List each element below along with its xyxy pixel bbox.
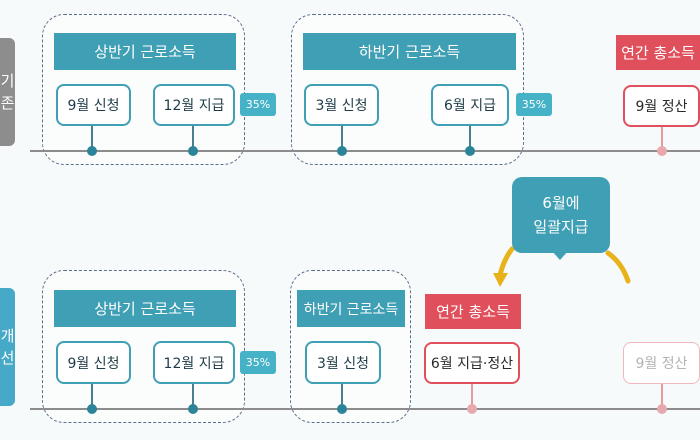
timeline-marker (87, 146, 97, 156)
connector (341, 384, 343, 408)
left-curved-arrow-icon (497, 246, 515, 278)
side-tab-char: 개 (0, 327, 15, 345)
second-half-header-existing: 하반기 근로소득 (303, 33, 516, 70)
lump-sum-callout: 6월에 일괄지급 (512, 177, 610, 253)
annual-header-existing: 연간 총소득 (616, 35, 700, 70)
first-half-header-improved: 상반기 근로소득 (54, 290, 236, 327)
callout-pointer (552, 251, 568, 260)
side-tab-char: 존 (0, 94, 15, 112)
timeline-improved (30, 408, 700, 410)
callout-line: 일괄지급 (533, 218, 589, 236)
first-half-header-existing: 상반기 근로소득 (54, 33, 236, 70)
annual-header-improved: 연간 총소득 (425, 294, 521, 329)
first-half-percent-existing: 35% (240, 93, 276, 116)
timeline-marker (657, 404, 667, 414)
connector (661, 127, 663, 150)
arrow-head-icon (493, 273, 508, 287)
side-tab-improved: 개 선 (0, 288, 15, 406)
connector (91, 126, 93, 150)
timeline-marker (467, 404, 477, 414)
first-half-pay-existing: 12월 지급 (153, 84, 235, 126)
second-half-percent-existing: 35% (516, 93, 552, 116)
first-half-pay-improved: 12월 지급 (153, 341, 235, 384)
annual-pay-settle-improved: 6월 지급·정산 (424, 342, 520, 384)
callout-line: 6월에 (542, 194, 580, 212)
annual-old-settle-faded: 9월 정산 (623, 342, 700, 384)
second-half-header-improved: 하반기 근로소득 (297, 290, 405, 327)
second-half-apply-improved: 3월 신청 (305, 341, 381, 384)
connector (192, 126, 194, 150)
timeline-existing (30, 150, 700, 152)
first-half-apply-existing: 9월 신청 (56, 84, 131, 126)
timeline-marker (188, 404, 198, 414)
annual-settle-existing: 9월 정산 (623, 85, 700, 127)
connector (469, 126, 471, 150)
timeline-marker (657, 146, 667, 156)
timeline-marker (188, 146, 198, 156)
right-curved-arrow-icon (605, 250, 631, 284)
timeline-marker (465, 146, 475, 156)
connector (341, 126, 343, 150)
timeline-marker (337, 404, 347, 414)
side-tab-char: 선 (0, 349, 15, 367)
first-half-apply-improved: 9월 신청 (56, 341, 131, 384)
first-half-percent-improved: 35% (240, 351, 276, 374)
connector (471, 384, 473, 408)
timeline-marker (87, 404, 97, 414)
second-half-apply-existing: 3월 신청 (304, 84, 379, 126)
second-half-pay-existing: 6월 지급 (431, 84, 509, 126)
side-tab-char: 기 (0, 72, 15, 90)
connector (192, 384, 194, 408)
connector (91, 384, 93, 408)
side-tab-existing: 기 존 (0, 38, 15, 146)
timeline-marker (337, 146, 347, 156)
connector (661, 384, 663, 408)
callout-arrows (493, 246, 631, 287)
